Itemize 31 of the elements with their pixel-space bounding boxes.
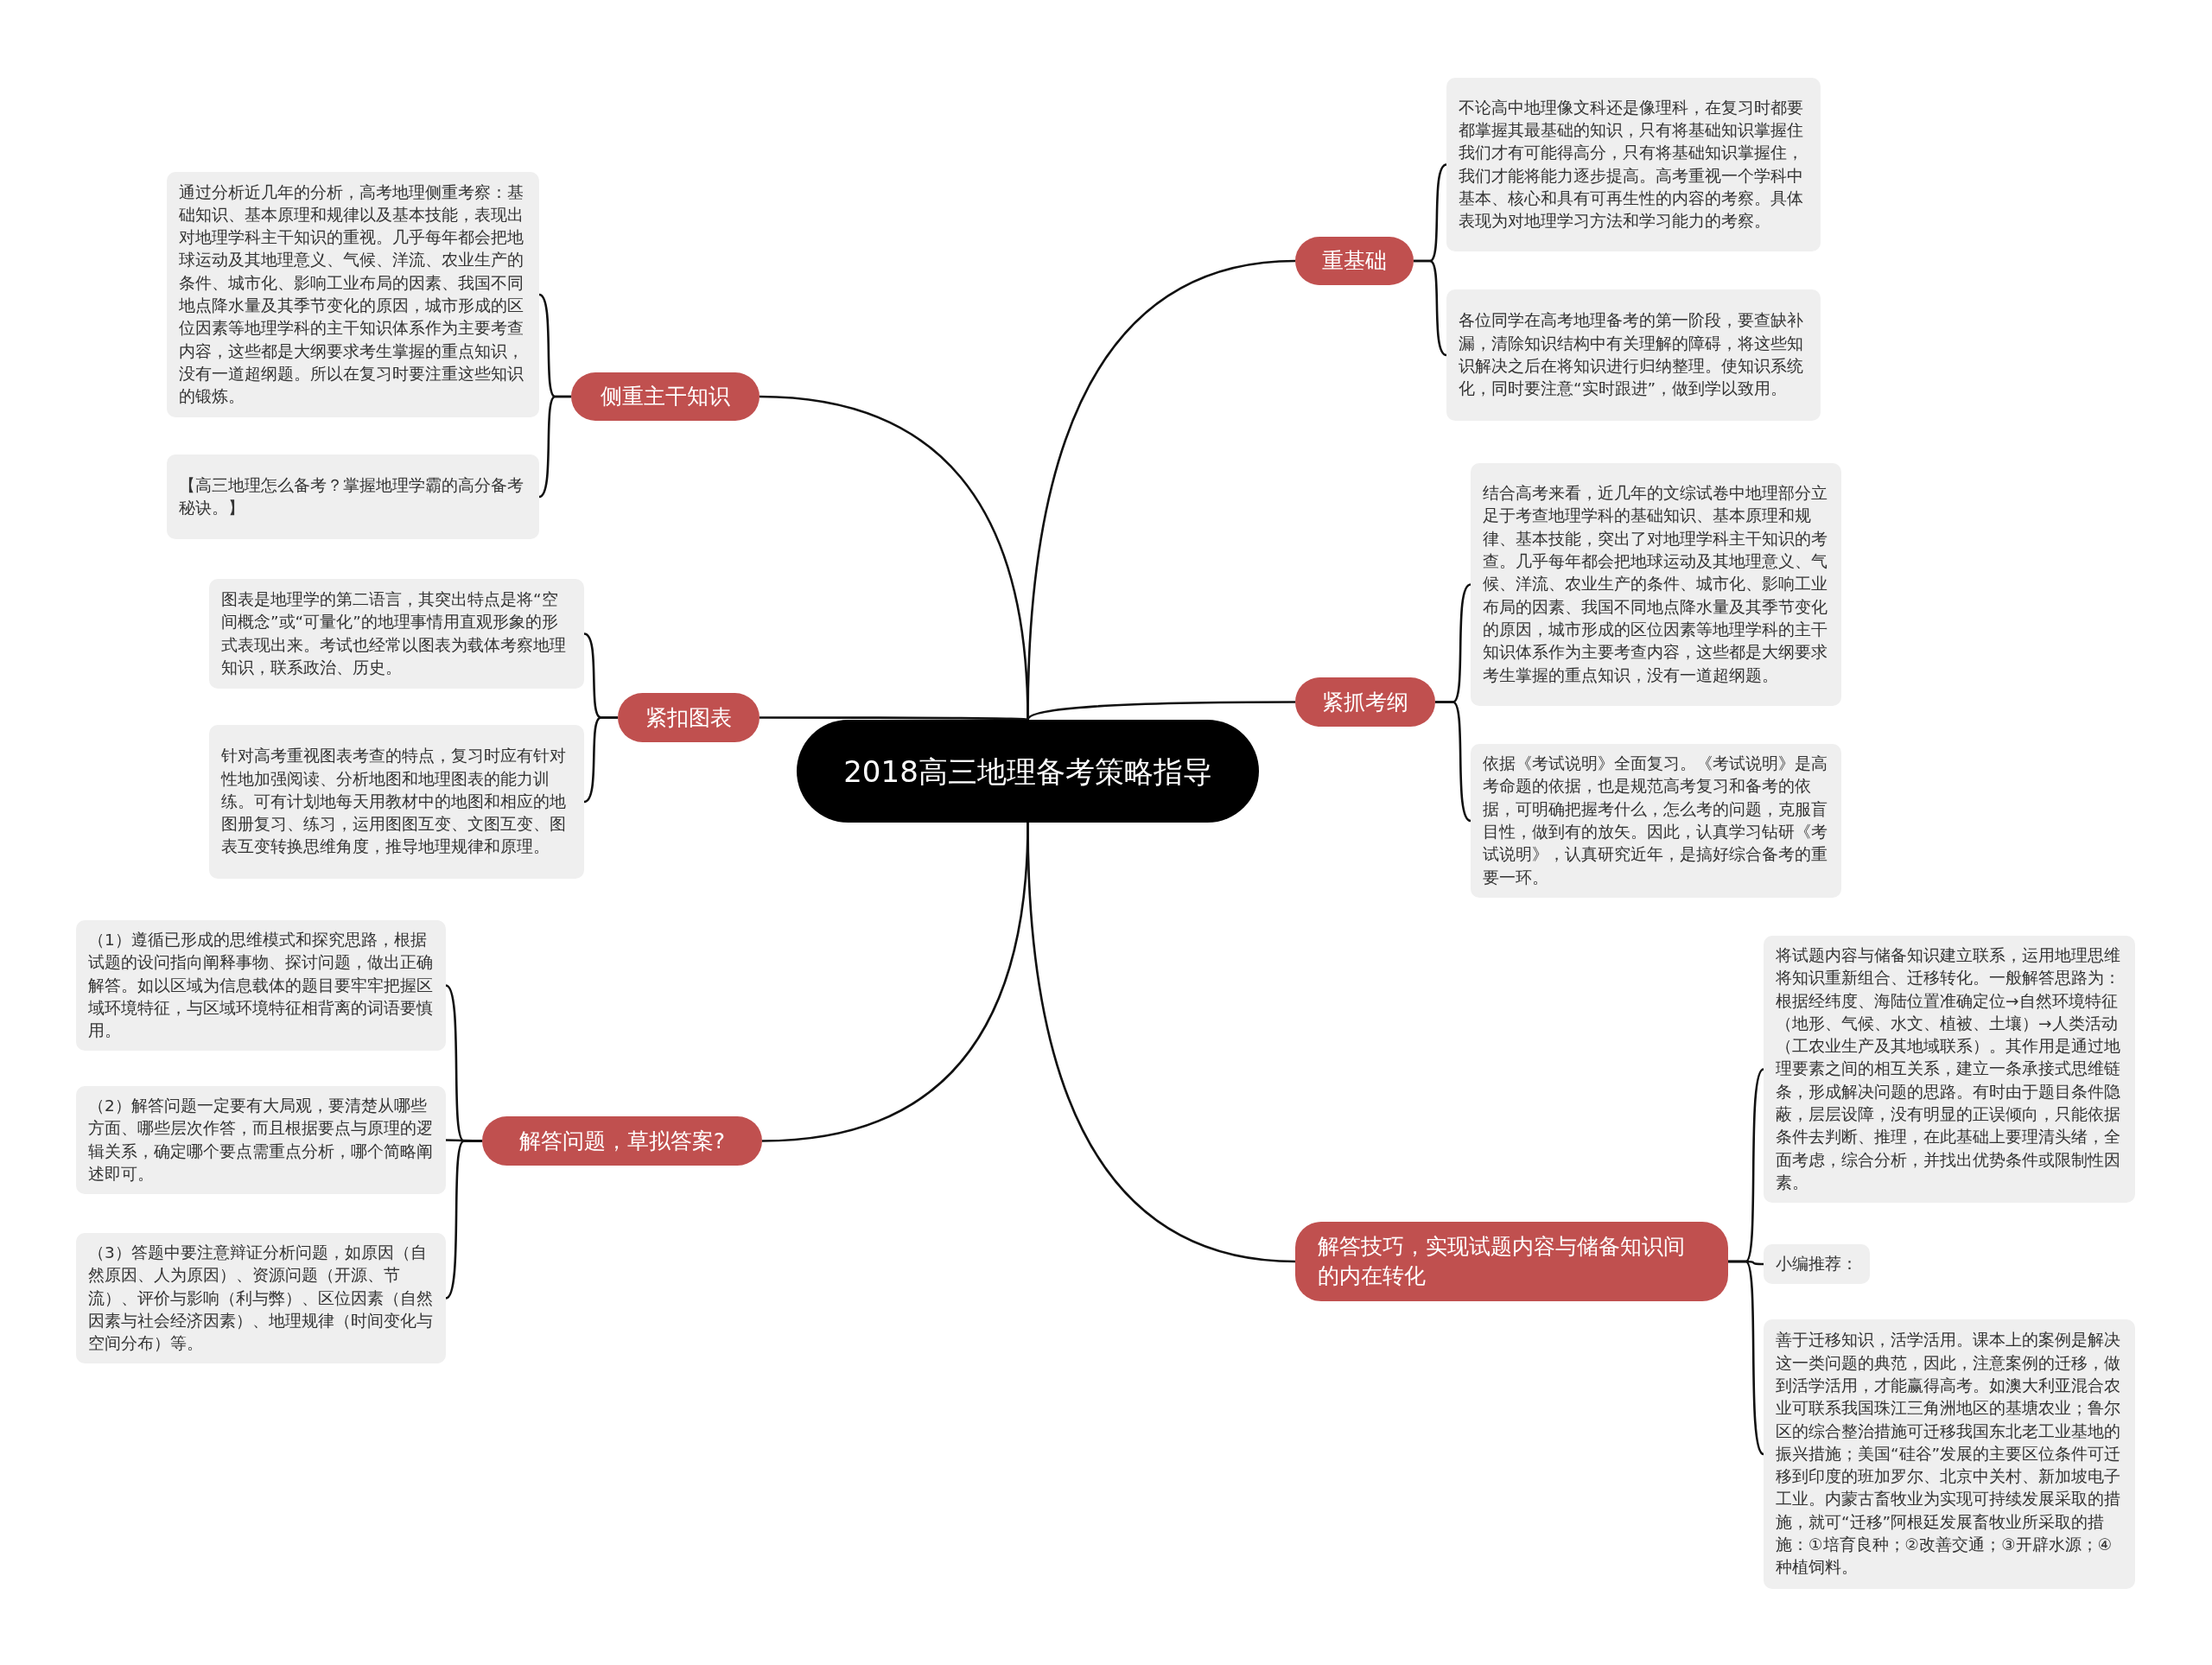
connector-line xyxy=(1435,701,1471,823)
note-card: 【高三地理怎么备考？掌握地理学霸的高分备考秘诀。】 xyxy=(167,454,539,539)
connector-line xyxy=(1728,1260,1764,1455)
connector-line xyxy=(760,716,1028,721)
note-card: 各位同学在高考地理备考的第一阶段，要查缺补漏，清除知识结构中有关理解的障碍，将这些知识解决之后在将知识进行归纳整理。使知识系统化，同时要注意“实时跟进”，做到学以致用。 xyxy=(1446,289,1821,421)
note-card: （1）遵循已形成的思维模式和探究思路，根据试题的设问指向阐释事物、探讨问题，做出正确解答。如以区域为信息载体的题目要牢牢把握区域环境特征，与区域环境特征相背离的词语要慎用。 xyxy=(76,920,446,1052)
note-card: 将试题内容与储备知识建立联系，运用地理思维将知识重新组合、迁移转化。一般解答思路为：根据经纬度、海陆位置准确定位→自然环境特征（地形、气候、水文、植被、土壤）→人类活动（工农业生产及其地域联系）。其作用是通过地理要素之间的相互关系，建立一条承接式思维链条，形成解决问题的思路。有时由于题目条件隐蔽，层层设障，没有明显的正误倾向，只能依据条件去判断、推理，在此基础上要理清头绪，全面考虑，综合分析，并找出优势条件或限制性因素。 xyxy=(1764,936,2135,1204)
note-card: 小编推荐： xyxy=(1764,1244,1870,1285)
note-card: 善于迁移知识，活学活用。课本上的案例是解决这一类问题的典范，因此，注意案例的迁移，做到活学活用，才能赢得高考。如澳大利亚混合农业可联系我国珠江三角洲地区的基塘农业；鲁尔区的综合整治措施可迁移我国东北老工业基地的振兴措施；美国“硅谷”发展的主要区位条件可迁移到印度的班加罗尔、北京中关村、新加坡电子工业。内蒙古畜牧业为实现可持续发展采取的措施，就可“迁移”阿根廷发展畜牧业所采取的措施：①培育良种；②改善交通；③开辟水源；④种植饲料。 xyxy=(1764,1319,2135,1589)
connector-line xyxy=(1027,259,1296,721)
note-card: 图表是地理学的第二语言，其突出特点是将“空间概念”或“可量化”的地理事情用直观形象的形式表现出来。考试也经常以图表为载体考察地理知识，联系政治、历史。 xyxy=(209,579,584,689)
note-card: 不论高中地理像文科还是像理科，在复习时都要都掌握其最基础的知识，只有将基础知识掌握住我们才有可能得高分，只有将基础知识掌握住，我们才能将能力逐步提高。高考重视一个学科中基本、核心和具有可再生性的内容的考察。具体表现为对地理学习方法和学习能力的考察。 xyxy=(1446,78,1821,251)
connector-line xyxy=(1414,259,1447,357)
topic-pill: 解答问题，草拟答案? xyxy=(482,1116,762,1166)
connector-line xyxy=(538,395,571,499)
note-card: 针对高考重视图表考查的特点，复习时应有针对性地加强阅读、分析地图和地理图表的能力训练。可有计划地每天用教材中的地图和相应的地图册复习、练习，运用图图互变、文图互变、图表互变转换思维角度，推导地理规律和原理。 xyxy=(209,725,584,879)
note-card: （3）答题中要注意辩证分析问题，如原因（自然原因、人为原因）、资源问题（开源、节流）、评价与影响（利与弊）、区位因素（自然因素与社会经济因素）、地理规律（时间变化与空间分布）等。 xyxy=(76,1233,446,1364)
connector-line xyxy=(583,716,618,804)
note-card: 结合高考来看，近几年的文综试卷中地理部分立足于考查地理学科的基础知识、基本原理和规律、基本技能，突出了对地理学科主干知识的考查。几乎每年都会把地球运动及其地理意义、气候、洋流、农业生产的条件、城市化、影响工业布局的因素、我国不同地点降水量及其季节变化的原因，城市形成的区位因素等地理学科的主干知识体系作为主要考查内容，这些都是大纲要求考生掌握的重点知识，没有一道超纲题。 xyxy=(1471,463,1841,706)
topic-pill: 侧重主干知识 xyxy=(571,372,760,421)
connector-line xyxy=(445,1140,482,1300)
topic-pill: 紧抓考纲 xyxy=(1295,677,1435,727)
note-card: （2）解答问题一定要有大局观，要清楚从哪些方面、哪些层次作答，而且根据要点与原理的逻辑关系，确定哪个要点需重点分析，哪个简略阐述即可。 xyxy=(76,1086,446,1195)
connector-line xyxy=(1027,822,1296,1263)
topic-pill: 紧扣图表 xyxy=(618,693,760,742)
topic-pill: 解答技巧，实现试题内容与储备知识间的内在转化 xyxy=(1295,1222,1728,1301)
note-card: 依据《考试说明》全面复习。《考试说明》是高考命题的依据，也是规范高考复习和备考的依据，可明确把握考什么，怎么考的问题，克服盲目性，做到有的放矢。因此，认真学习钻研《考试说明》，认真研究近年，是搞好综合备考的重要一环。 xyxy=(1471,744,1841,898)
central-topic: 2018高三地理备考策略指导 xyxy=(797,720,1259,823)
connector-line xyxy=(1027,701,1295,721)
topic-pill: 重基础 xyxy=(1295,237,1414,285)
note-card: 通过分析近几年的分析，高考地理侧重考察：基础知识、基本原理和规律以及基本技能，表现出对地理学科主干知识的重视。几乎每年都会把地球运动及其地理意义、气候、洋流、农业生产的条件、城市化、影响工业布局的因素、我国不同地点降水量及其季节变化的原因，城市形成的区位因素等地理学科的主干知识体系作为主要考查内容，这些都是大纲要求考生掌握的重点知识，没有一道超纲题。所以在复习时要注重这些知识的锻炼。 xyxy=(167,172,539,417)
